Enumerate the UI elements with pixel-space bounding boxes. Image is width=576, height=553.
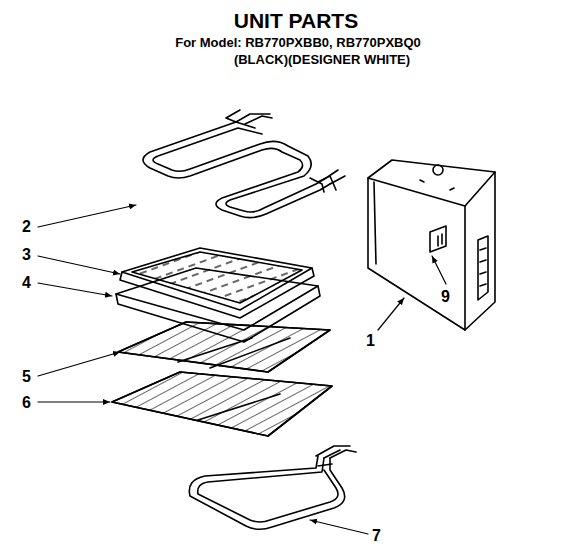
callout-number: 2	[22, 219, 31, 235]
callout-number: 7	[372, 528, 381, 544]
diagram-title: UNIT PARTS	[234, 10, 358, 31]
leader-lines	[38, 205, 446, 534]
color-line: (BLACK)(DESIGNER WHITE)	[234, 53, 410, 66]
bake-element	[189, 446, 356, 529]
callout-number: 1	[366, 333, 375, 349]
model-line: For Model: RB770PXBB0, RB770PXBQ0	[175, 36, 421, 49]
oven-cavity	[368, 160, 495, 330]
oven-rack	[118, 322, 330, 372]
callout-number: 3	[22, 247, 31, 263]
callout-number: 5	[22, 369, 31, 385]
oven-rack	[112, 372, 332, 436]
broil-element	[143, 110, 345, 218]
callout-number: 9	[441, 289, 450, 305]
callout-number: 4	[22, 275, 31, 291]
callout-number: 6	[22, 395, 31, 411]
